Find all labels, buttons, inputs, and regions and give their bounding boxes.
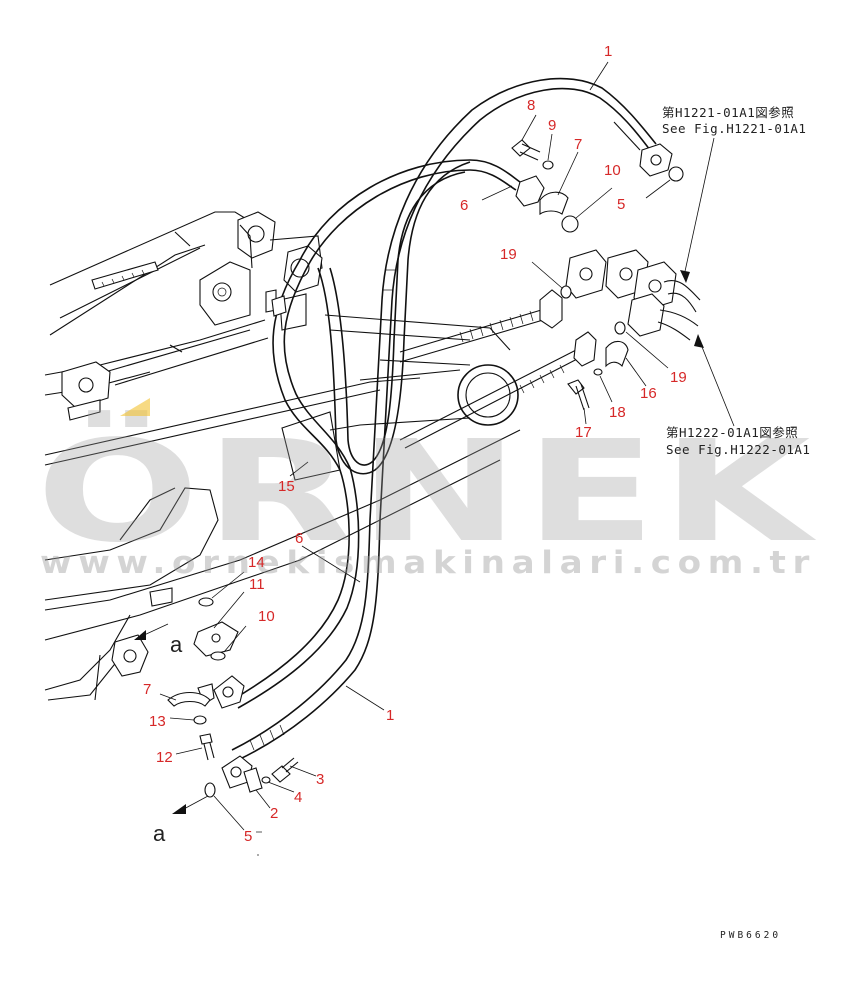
callout-16: 16 [640,385,657,402]
callout-3: 3 [316,771,324,788]
callout-1-bottom: 1 [386,707,394,724]
callout-5-top: 5 [617,196,625,213]
ref-bottom-en: See Fig.H1222-01A1 [666,442,810,457]
lower-fittings [167,597,299,798]
callout-15: 15 [278,478,295,495]
ref-top-en: See Fig.H1221-01A1 [662,121,806,136]
hose-1 [231,77,657,761]
callout-6-mid: 6 [295,530,303,547]
callouts: 1 8 9 7 10 6 5 19 19 16 18 17 15 6 14 11… [143,43,687,845]
ref-top-jp: 第H1221-01A1図参照 [662,105,794,120]
callout-19-top: 19 [500,246,517,263]
callout-9: 9 [548,117,556,134]
callout-10-mid: 10 [258,608,275,625]
leader-lines [159,61,735,831]
callout-1-top: 1 [604,43,612,60]
callout-11: 11 [249,576,265,593]
callout-5-bottom: 5 [244,828,252,845]
ref-bottom-jp: 第H1222-01A1図参照 [666,425,798,440]
callout-8: 8 [527,97,535,114]
view-arrows [134,623,262,856]
watermark-url: www.ornekismakinalari.com.tr [40,545,816,581]
callout-13: 13 [149,713,166,730]
drawing-code: PWB6620 [720,930,781,941]
view-label-a-lower: a [153,821,166,846]
callout-4: 4 [294,789,302,806]
upper-fittings [271,121,701,411]
callout-14: 14 [248,554,265,571]
tubes-19 [399,289,597,449]
callout-12: 12 [156,749,173,766]
callout-10-top: 10 [604,162,621,179]
callout-6-top: 6 [460,197,468,214]
hose-6 [231,159,521,709]
watermark-accent [120,398,150,416]
watermark-brand: ÖRNEK [36,409,817,574]
callout-7-bottom: 7 [143,681,151,698]
watermark: ÖRNEK www.ornekismakinalari.com.tr [36,398,817,581]
callout-18: 18 [609,404,626,421]
boom-structure [44,211,521,701]
callout-17: 17 [575,424,592,441]
callout-7-top: 7 [574,136,582,153]
view-label-a-upper: a [170,632,183,657]
callout-2: 2 [270,805,278,822]
callout-19-right: 19 [670,369,687,386]
